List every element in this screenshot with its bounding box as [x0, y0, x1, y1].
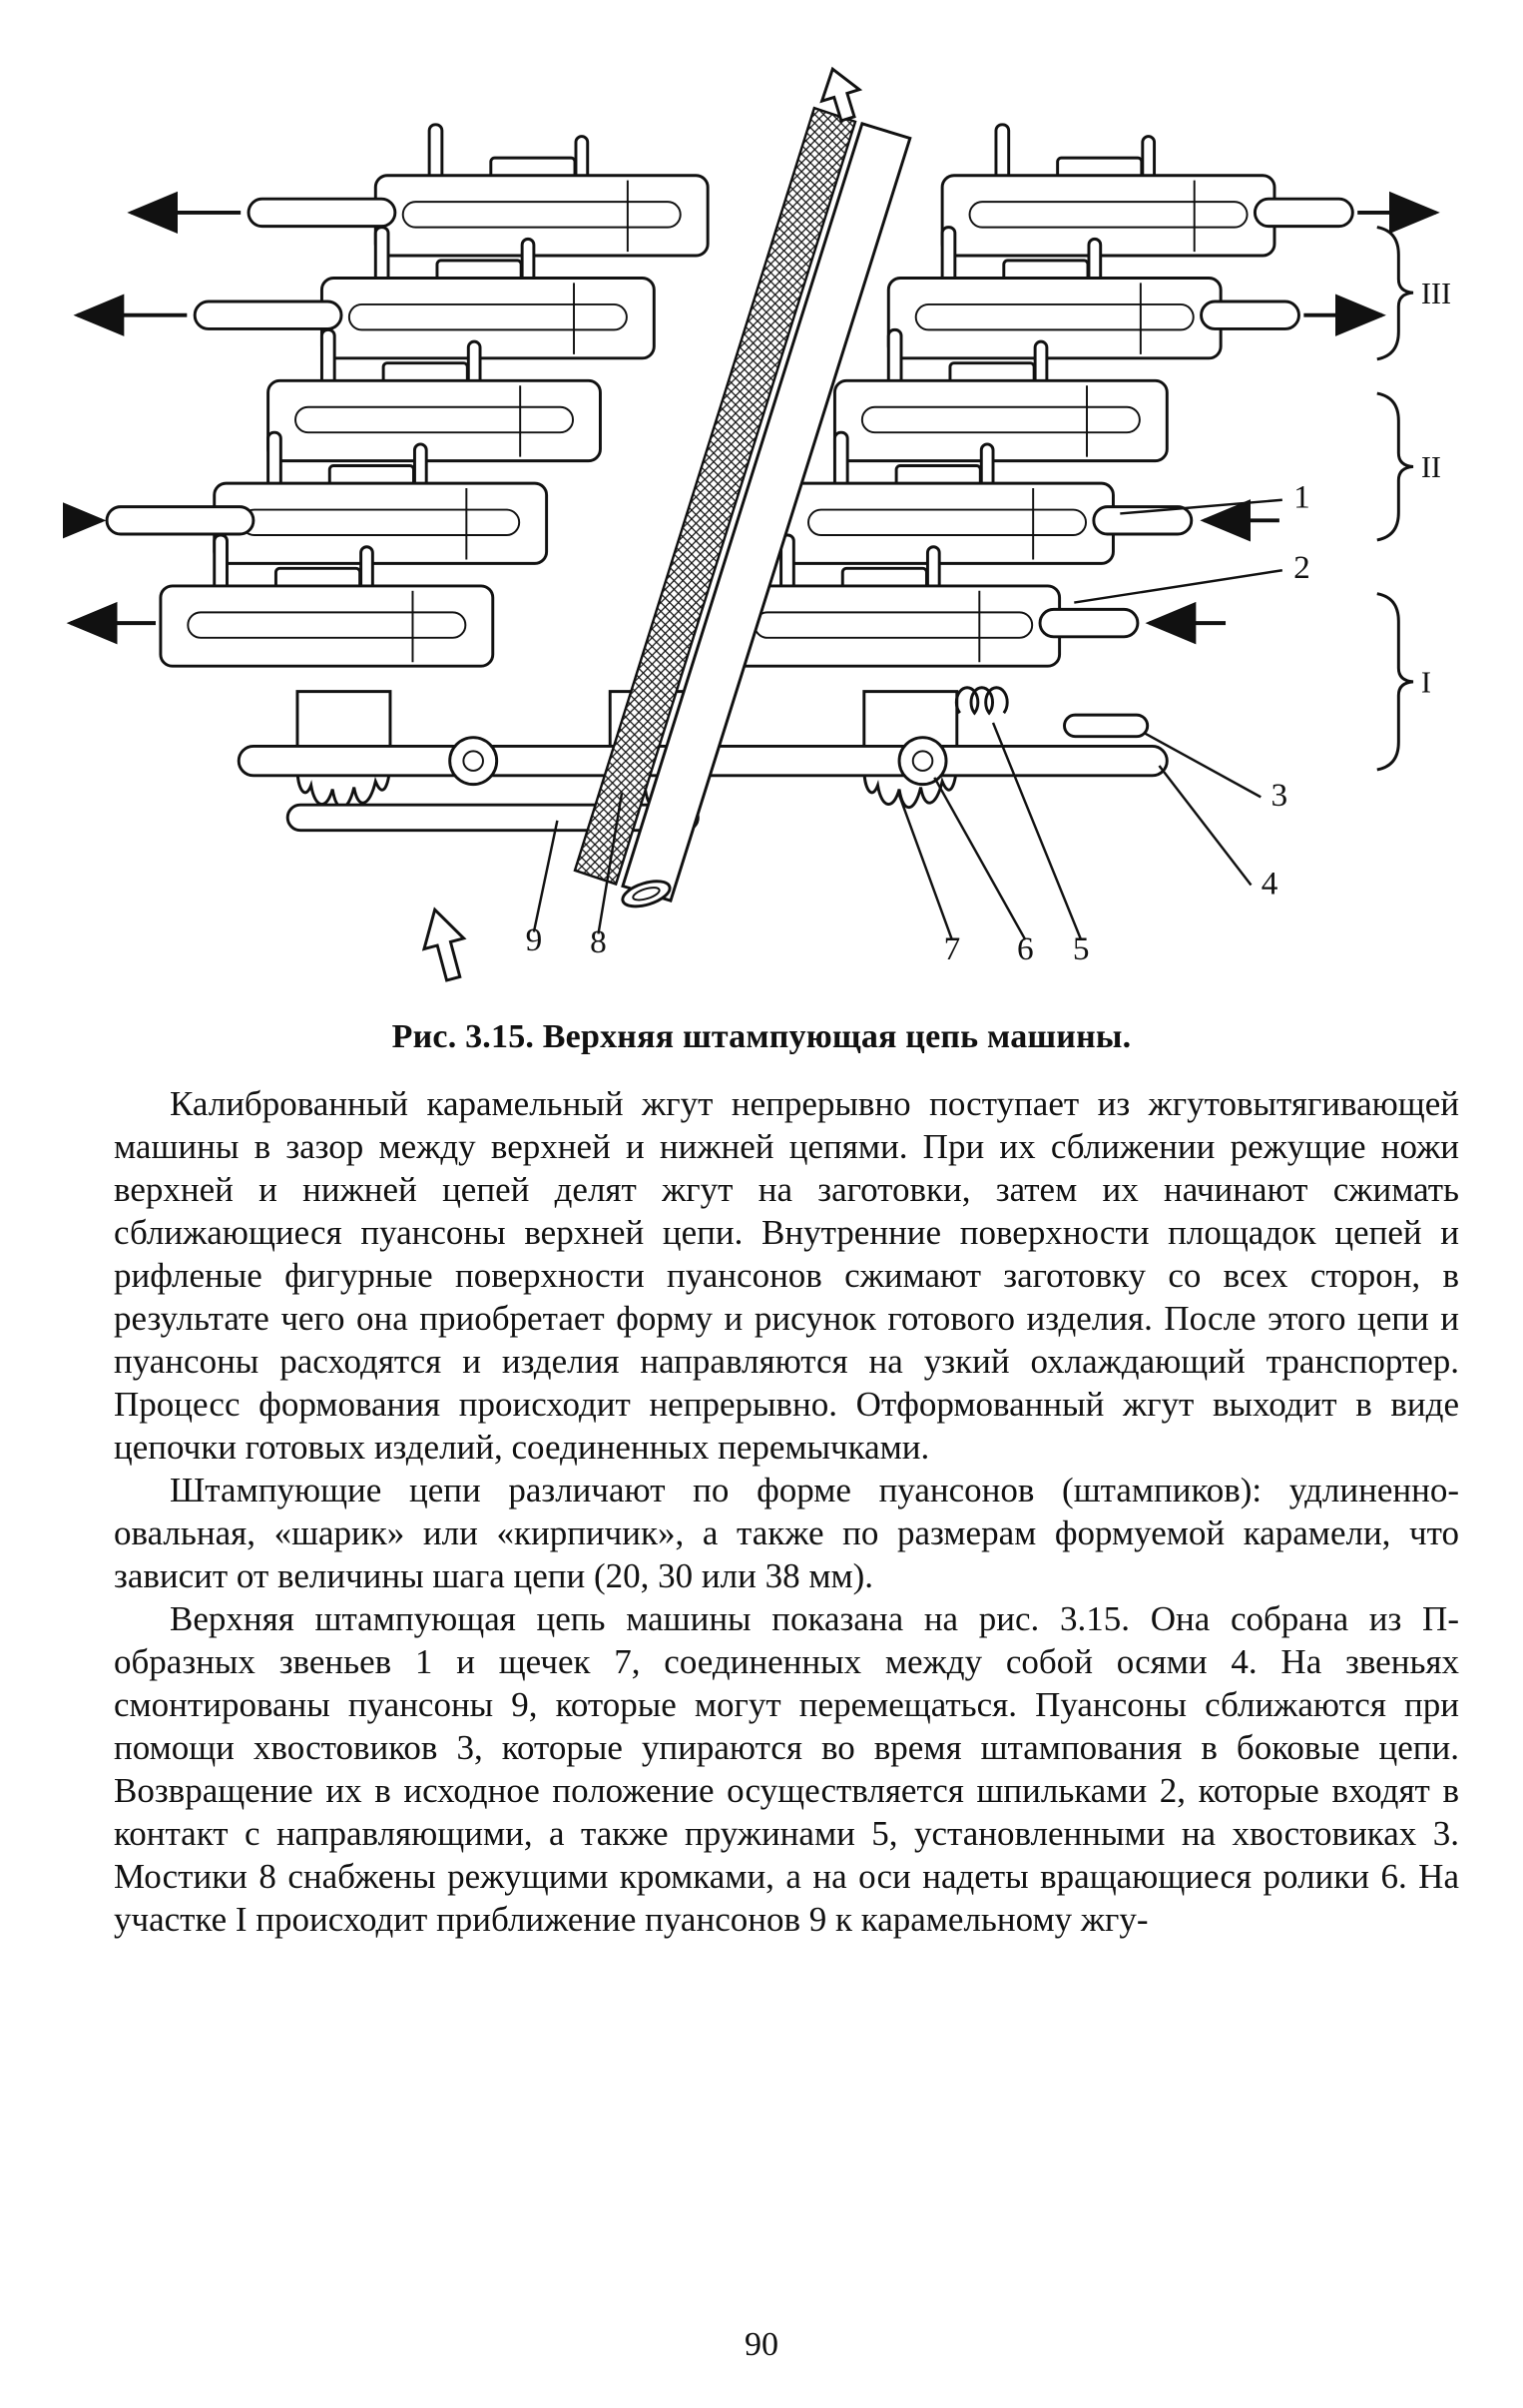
callout-6: 6 [1017, 930, 1034, 967]
chain-row-5 [66, 533, 1227, 668]
callout-9: 9 [526, 921, 543, 958]
tail-piece [1063, 713, 1150, 739]
callout-2: 2 [1293, 549, 1310, 586]
paragraph-3: Верхняя штампующая цепь машины показана … [114, 1599, 1459, 1939]
callout-leaders [532, 498, 1283, 940]
callout-5: 5 [1073, 930, 1090, 967]
chain-row-2 [73, 226, 1386, 360]
zone-brackets: III II I [1376, 226, 1451, 772]
figure-3-15: 1 2 3 4 5 6 7 8 9 III II I [0, 0, 1523, 1004]
paragraph-2: Штампующие цепи различают по форме пуанс… [114, 1471, 1459, 1595]
body-text: Калиброванный карамельный жгут непрерывн… [114, 1082, 1459, 1941]
callout-8: 8 [590, 923, 607, 960]
chain-row-4 [63, 430, 1279, 565]
callout-4: 4 [1262, 865, 1278, 902]
callout-7: 7 [944, 930, 961, 967]
paragraph-1: Калиброванный карамельный жгут непрерывн… [114, 1084, 1459, 1467]
chain-row-1 [127, 123, 1440, 258]
spring-coil [954, 686, 1009, 716]
zone-label-II: II [1421, 450, 1441, 484]
zone-label-III: III [1421, 277, 1451, 310]
caramel-rope [573, 106, 912, 908]
stamping-chain-illustration: 1 2 3 4 5 6 7 8 9 III II I [63, 66, 1451, 982]
up-arrow-icon [421, 906, 467, 982]
zone-label-I: I [1421, 666, 1431, 700]
figure-caption: Рис. 3.15. Верхняя штампующая цепь машин… [391, 1018, 1132, 1055]
up-arrow-icon [819, 66, 863, 123]
callout-1: 1 [1293, 479, 1310, 516]
callout-3: 3 [1271, 777, 1288, 814]
page-number: 90 [745, 2326, 778, 2363]
